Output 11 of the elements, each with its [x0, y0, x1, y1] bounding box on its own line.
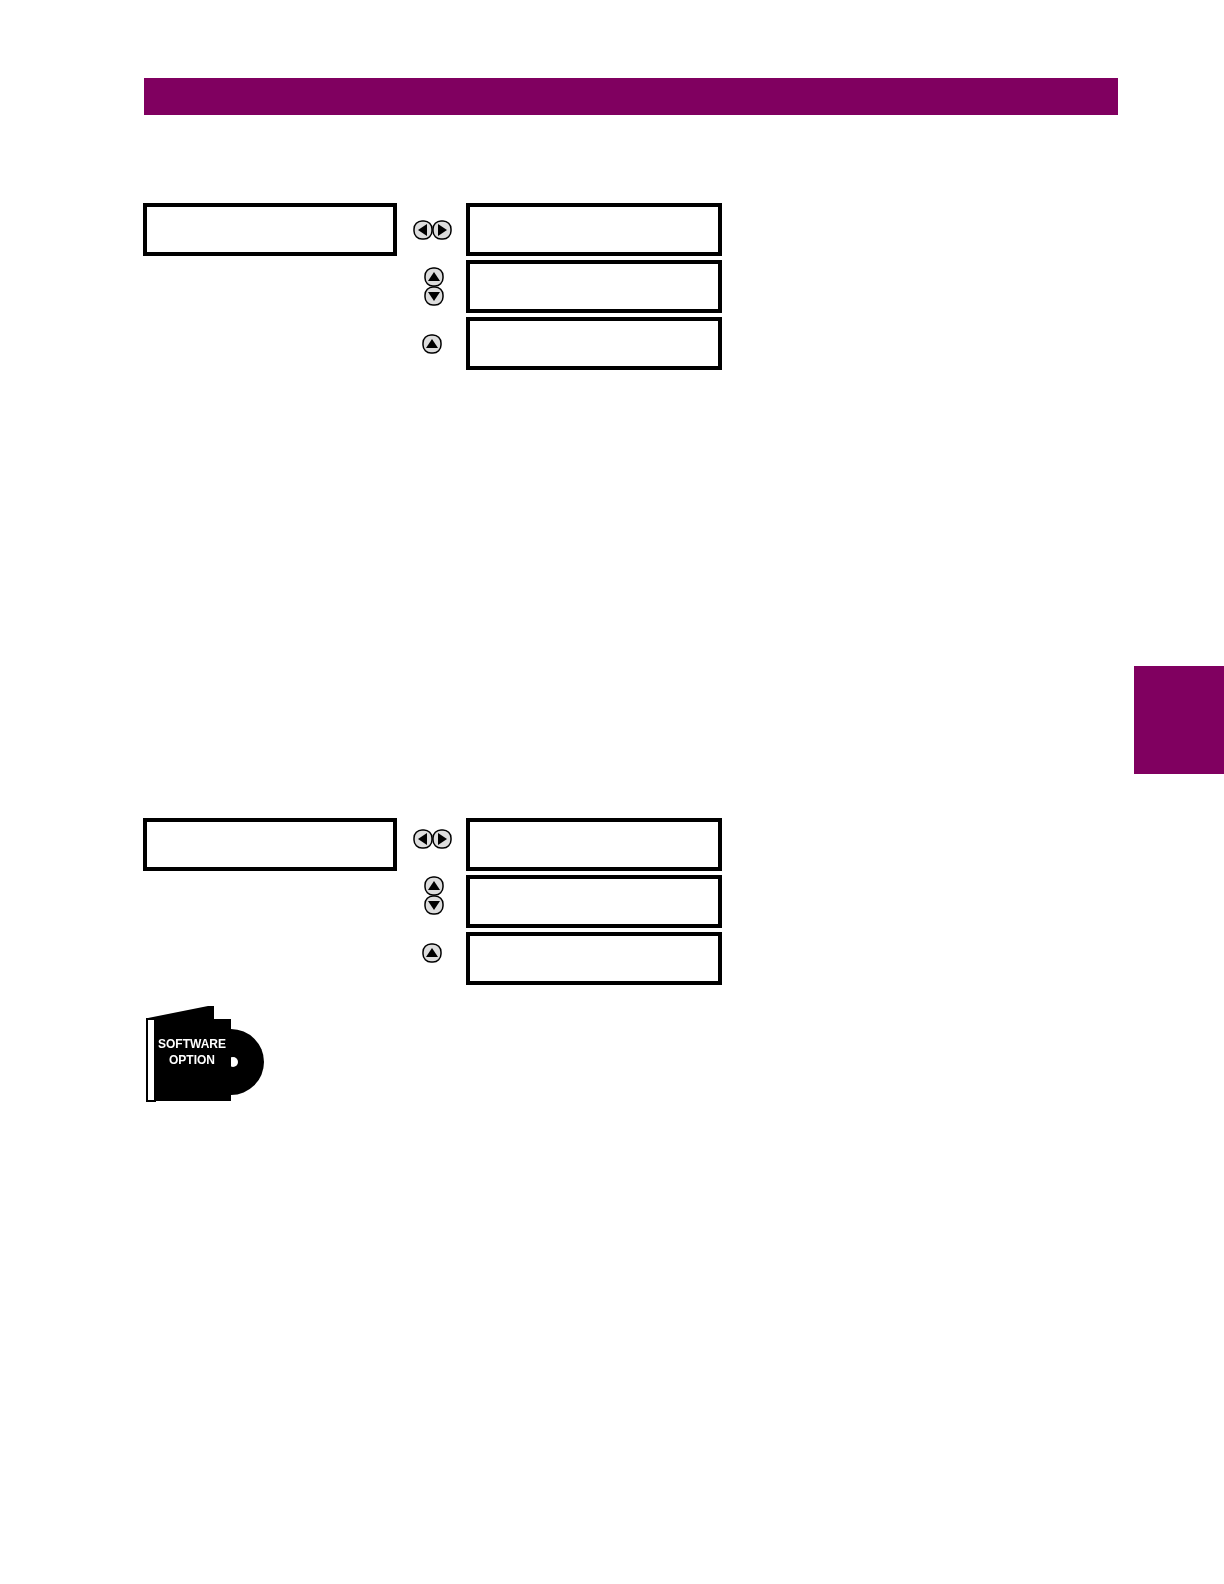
- header-bar: [144, 78, 1118, 115]
- message-box: [143, 203, 397, 256]
- side-tab: [1134, 666, 1224, 774]
- message-box: [466, 932, 722, 985]
- message-box: [466, 260, 722, 313]
- message-box: [143, 818, 397, 871]
- message-box: [466, 317, 722, 370]
- message-box: [466, 818, 722, 871]
- message-box: [466, 203, 722, 256]
- icon-label: SOFTWARE OPTION: [157, 1036, 227, 1068]
- message-box: [466, 875, 722, 928]
